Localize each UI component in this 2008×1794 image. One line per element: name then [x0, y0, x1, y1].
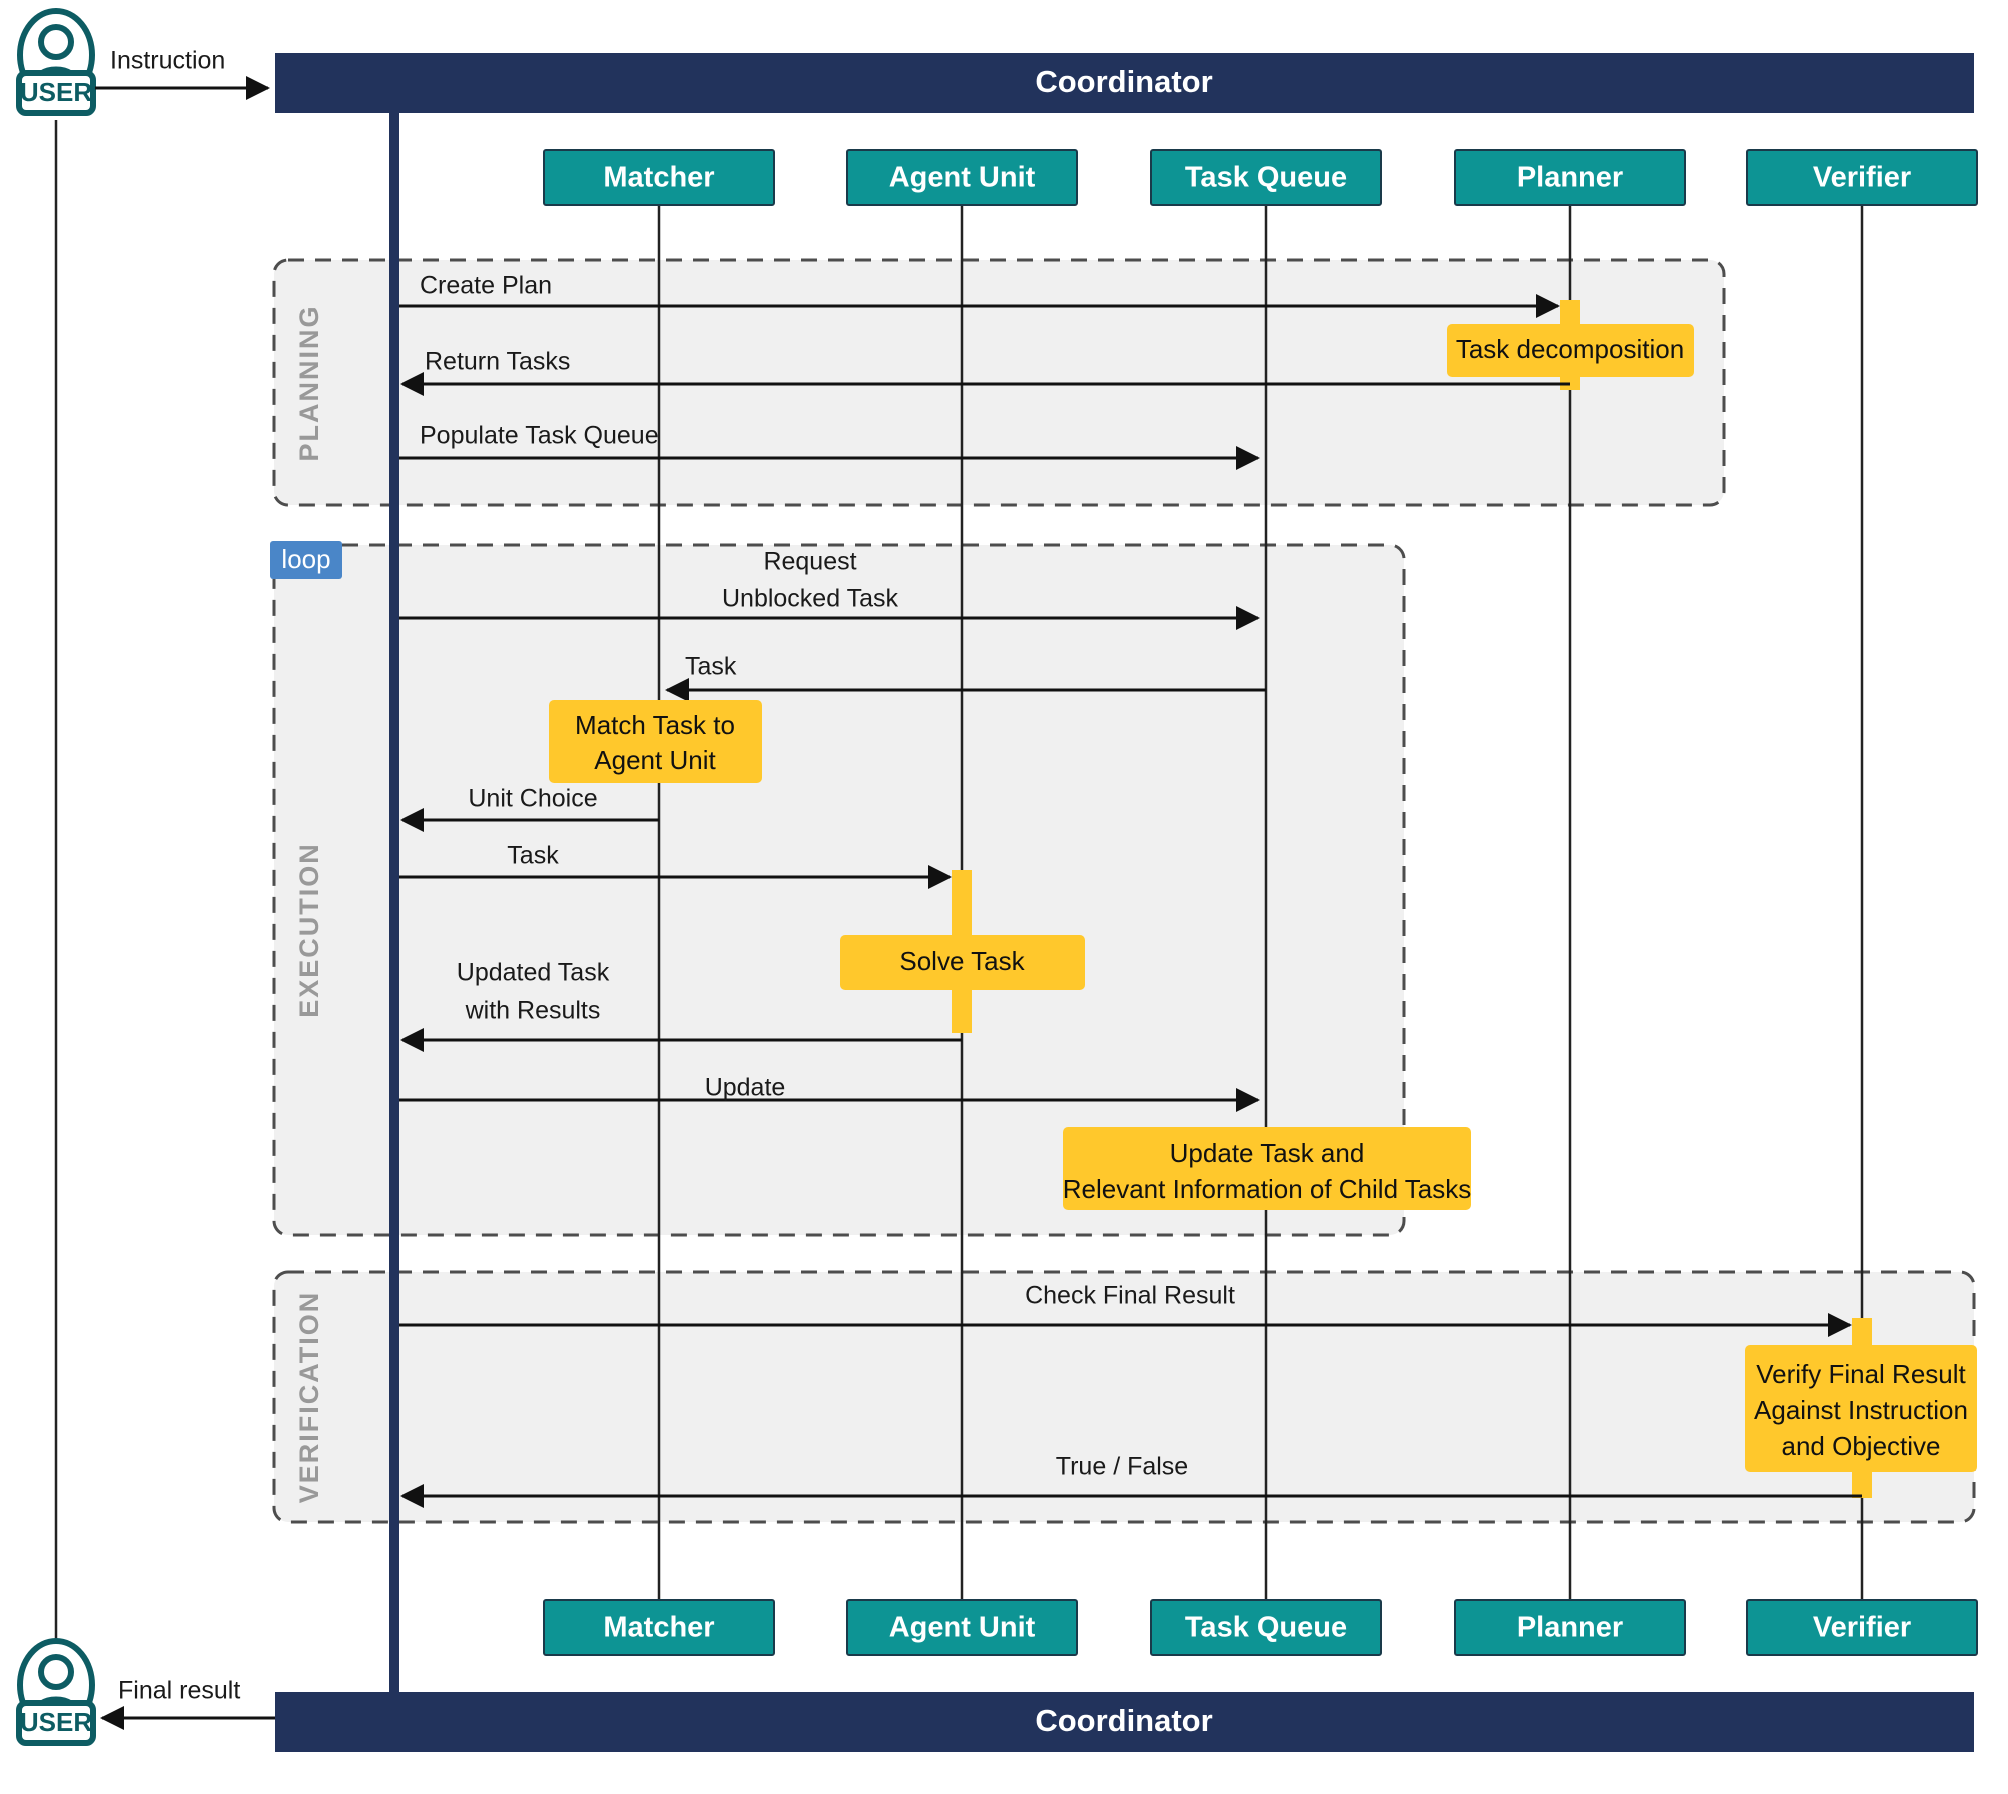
coordinator-footer-bar[interactable]	[275, 1692, 1974, 1752]
message-update: Update	[396, 1074, 1260, 1112]
fragment-execution-title: EXECUTION	[294, 842, 324, 1018]
note-update-task-line1: Update Task and	[1170, 1138, 1365, 1168]
participant-footer-planner[interactable]: Planner	[1454, 1599, 1686, 1656]
message-task-to-agent-unit: Task	[396, 842, 952, 889]
message-create-plan: Create Plan	[396, 272, 1560, 318]
participant-footer-task-queue[interactable]: Task Queue	[1150, 1599, 1382, 1656]
participant-footer-agent-unit[interactable]: Agent Unit	[846, 1599, 1078, 1656]
message-populate-task-queue-label: Populate Task Queue	[420, 422, 659, 450]
message-request-unblocked-task: Request Unblocked Task	[396, 548, 1260, 630]
participant-header-matcher[interactable]: Matcher	[543, 149, 775, 206]
message-final-result: Final result	[100, 1677, 275, 1730]
note-verify-line3: and Objective	[1782, 1431, 1941, 1461]
message-true-false-label: True / False	[1056, 1453, 1188, 1481]
message-unit-choice: Unit Choice	[400, 785, 659, 832]
message-true-false: True / False	[400, 1453, 1862, 1508]
note-verify-line1: Verify Final Result	[1756, 1359, 1966, 1389]
message-task-to-matcher-label: Task	[685, 653, 737, 681]
participant-header-agent-unit-label: Agent Unit	[889, 162, 1036, 194]
note-solve-task: Solve Task	[840, 935, 1085, 990]
participant-header-verifier[interactable]: Verifier	[1746, 149, 1978, 206]
participant-footer-verifier-label: Verifier	[1813, 1612, 1911, 1644]
loop-tag-box	[270, 541, 342, 579]
message-task-to-agent-unit-label: Task	[507, 842, 559, 870]
participant-footer-agent-unit-label: Agent Unit	[889, 1612, 1036, 1644]
participant-header-agent-unit[interactable]: Agent Unit	[846, 149, 1078, 206]
participant-header-planner[interactable]: Planner	[1454, 149, 1686, 206]
participant-header-verifier-label: Verifier	[1813, 162, 1911, 194]
coordinator-header-label: Coordinator	[1035, 64, 1212, 99]
note-update-task-child-tasks: Update Task and Relevant Information of …	[1063, 1127, 1472, 1210]
note-verify-final-result: Verify Final Result Against Instruction …	[1745, 1345, 1977, 1472]
message-check-final-result-label: Check Final Result	[1025, 1282, 1235, 1310]
message-update-label: Update	[705, 1074, 786, 1102]
loop-tag-label: loop	[281, 544, 330, 574]
participant-header-matcher-label: Matcher	[603, 162, 714, 194]
message-updated-task-with-results: Updated Task with Results	[400, 959, 962, 1052]
fragment-verification-title: VERIFICATION	[294, 1291, 324, 1504]
fragment-verification-box	[272, 1270, 1976, 1524]
participant-footer-verifier[interactable]: Verifier	[1746, 1599, 1978, 1656]
actor-user-bottom-label: USER	[20, 1707, 92, 1737]
user-head-icon	[38, 1654, 74, 1690]
participant-footer-planner-label: Planner	[1517, 1612, 1623, 1644]
message-task-to-matcher: Task	[665, 653, 1266, 702]
message-unit-choice-label: Unit Choice	[468, 785, 597, 813]
participant-header-planner-label: Planner	[1517, 162, 1623, 194]
actor-user-top-label: USER	[20, 77, 92, 107]
participant-footer-matcher[interactable]: Matcher	[543, 1599, 775, 1656]
message-instruction: Instruction	[95, 47, 270, 100]
message-updated-task-label-line1: Updated Task	[457, 959, 610, 987]
actor-user-top[interactable]: USER	[16, 8, 96, 116]
message-return-tasks: Return Tasks	[400, 348, 1570, 396]
coordinator-header-bar[interactable]	[275, 53, 1974, 113]
participant-footer-matcher-label: Matcher	[603, 1612, 714, 1644]
note-verify-line2: Against Instruction	[1754, 1395, 1968, 1425]
message-populate-task-queue: Populate Task Queue	[396, 422, 1260, 470]
user-label-box	[16, 70, 96, 116]
participant-footer-task-queue-label: Task Queue	[1185, 1612, 1347, 1644]
note-match-task-to-agent-unit: Match Task to Agent Unit	[549, 700, 762, 783]
message-request-unblocked-task-label-line1: Request	[763, 548, 856, 576]
message-updated-task-label-line2: with Results	[465, 997, 601, 1025]
message-create-plan-label: Create Plan	[420, 272, 552, 300]
note-solve-task-line1: Solve Task	[899, 946, 1025, 976]
note-task-decomposition-line1: Task decomposition	[1456, 334, 1684, 364]
participant-header-task-queue[interactable]: Task Queue	[1150, 149, 1382, 206]
message-request-unblocked-task-label-line2: Unblocked Task	[722, 585, 899, 613]
user-head-icon	[38, 24, 74, 60]
coordinator-lifeline-overlay	[389, 113, 399, 1713]
coordinator-footer-label: Coordinator	[1035, 1703, 1212, 1738]
note-update-task-line2: Relevant Information of Child Tasks	[1063, 1174, 1472, 1204]
message-check-final-result: Check Final Result	[396, 1282, 1852, 1337]
note-match-task-line2: Agent Unit	[594, 745, 716, 775]
actor-user-bottom[interactable]: USER	[16, 1638, 96, 1746]
note-match-task-line1: Match Task to	[575, 710, 735, 740]
message-return-tasks-label: Return Tasks	[425, 348, 570, 376]
participant-header-task-queue-label: Task Queue	[1185, 162, 1347, 194]
note-task-decomposition: Task decomposition	[1447, 324, 1694, 377]
fragment-planning-title: PLANNING	[294, 305, 324, 462]
message-final-result-label: Final result	[118, 1677, 240, 1705]
message-instruction-label: Instruction	[110, 47, 225, 75]
fragment-verification: VERIFICATION	[272, 1270, 1976, 1524]
user-label-box	[16, 1700, 96, 1746]
